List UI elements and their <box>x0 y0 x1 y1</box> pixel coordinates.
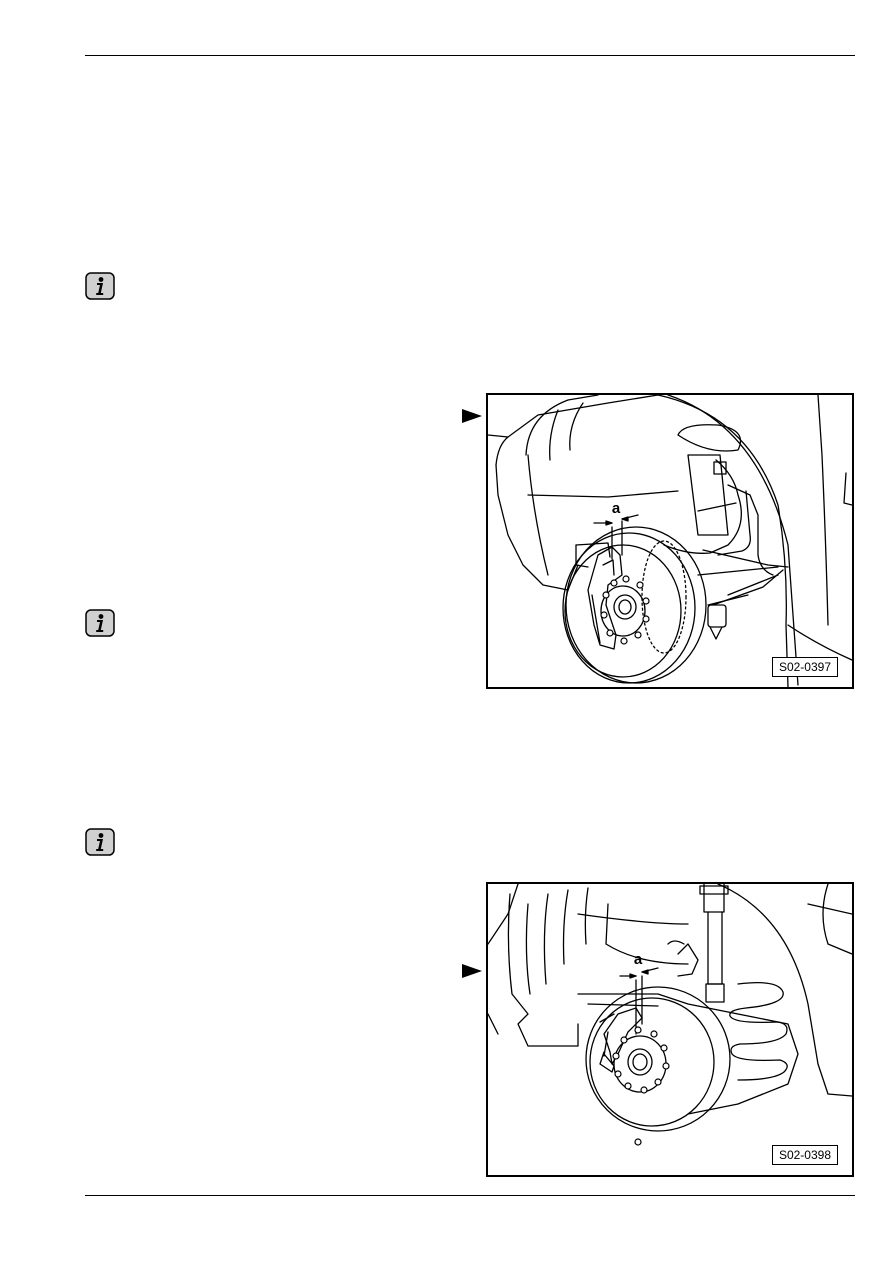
info-note-icon <box>85 828 115 856</box>
rear-brake-illustration: a S02-0398 <box>486 882 854 1177</box>
front-brake-illustration: a S02-0397 <box>486 393 854 689</box>
info-note-icon <box>85 609 115 637</box>
pointer-arrow-icon <box>462 964 482 978</box>
rear-brake-drawing: a <box>488 884 852 1146</box>
footer-rule <box>85 1195 855 1196</box>
dimension-label-a: a <box>634 951 643 968</box>
front-brake-drawing: a <box>488 395 852 687</box>
info-note-icon <box>85 272 115 300</box>
figure-id-label: S02-0398 <box>771 1145 838 1165</box>
figure-id-label: S02-0397 <box>771 657 838 677</box>
pointer-arrow-icon <box>462 409 482 423</box>
header-rule <box>85 55 855 56</box>
dimension-label-a: a <box>612 500 621 517</box>
